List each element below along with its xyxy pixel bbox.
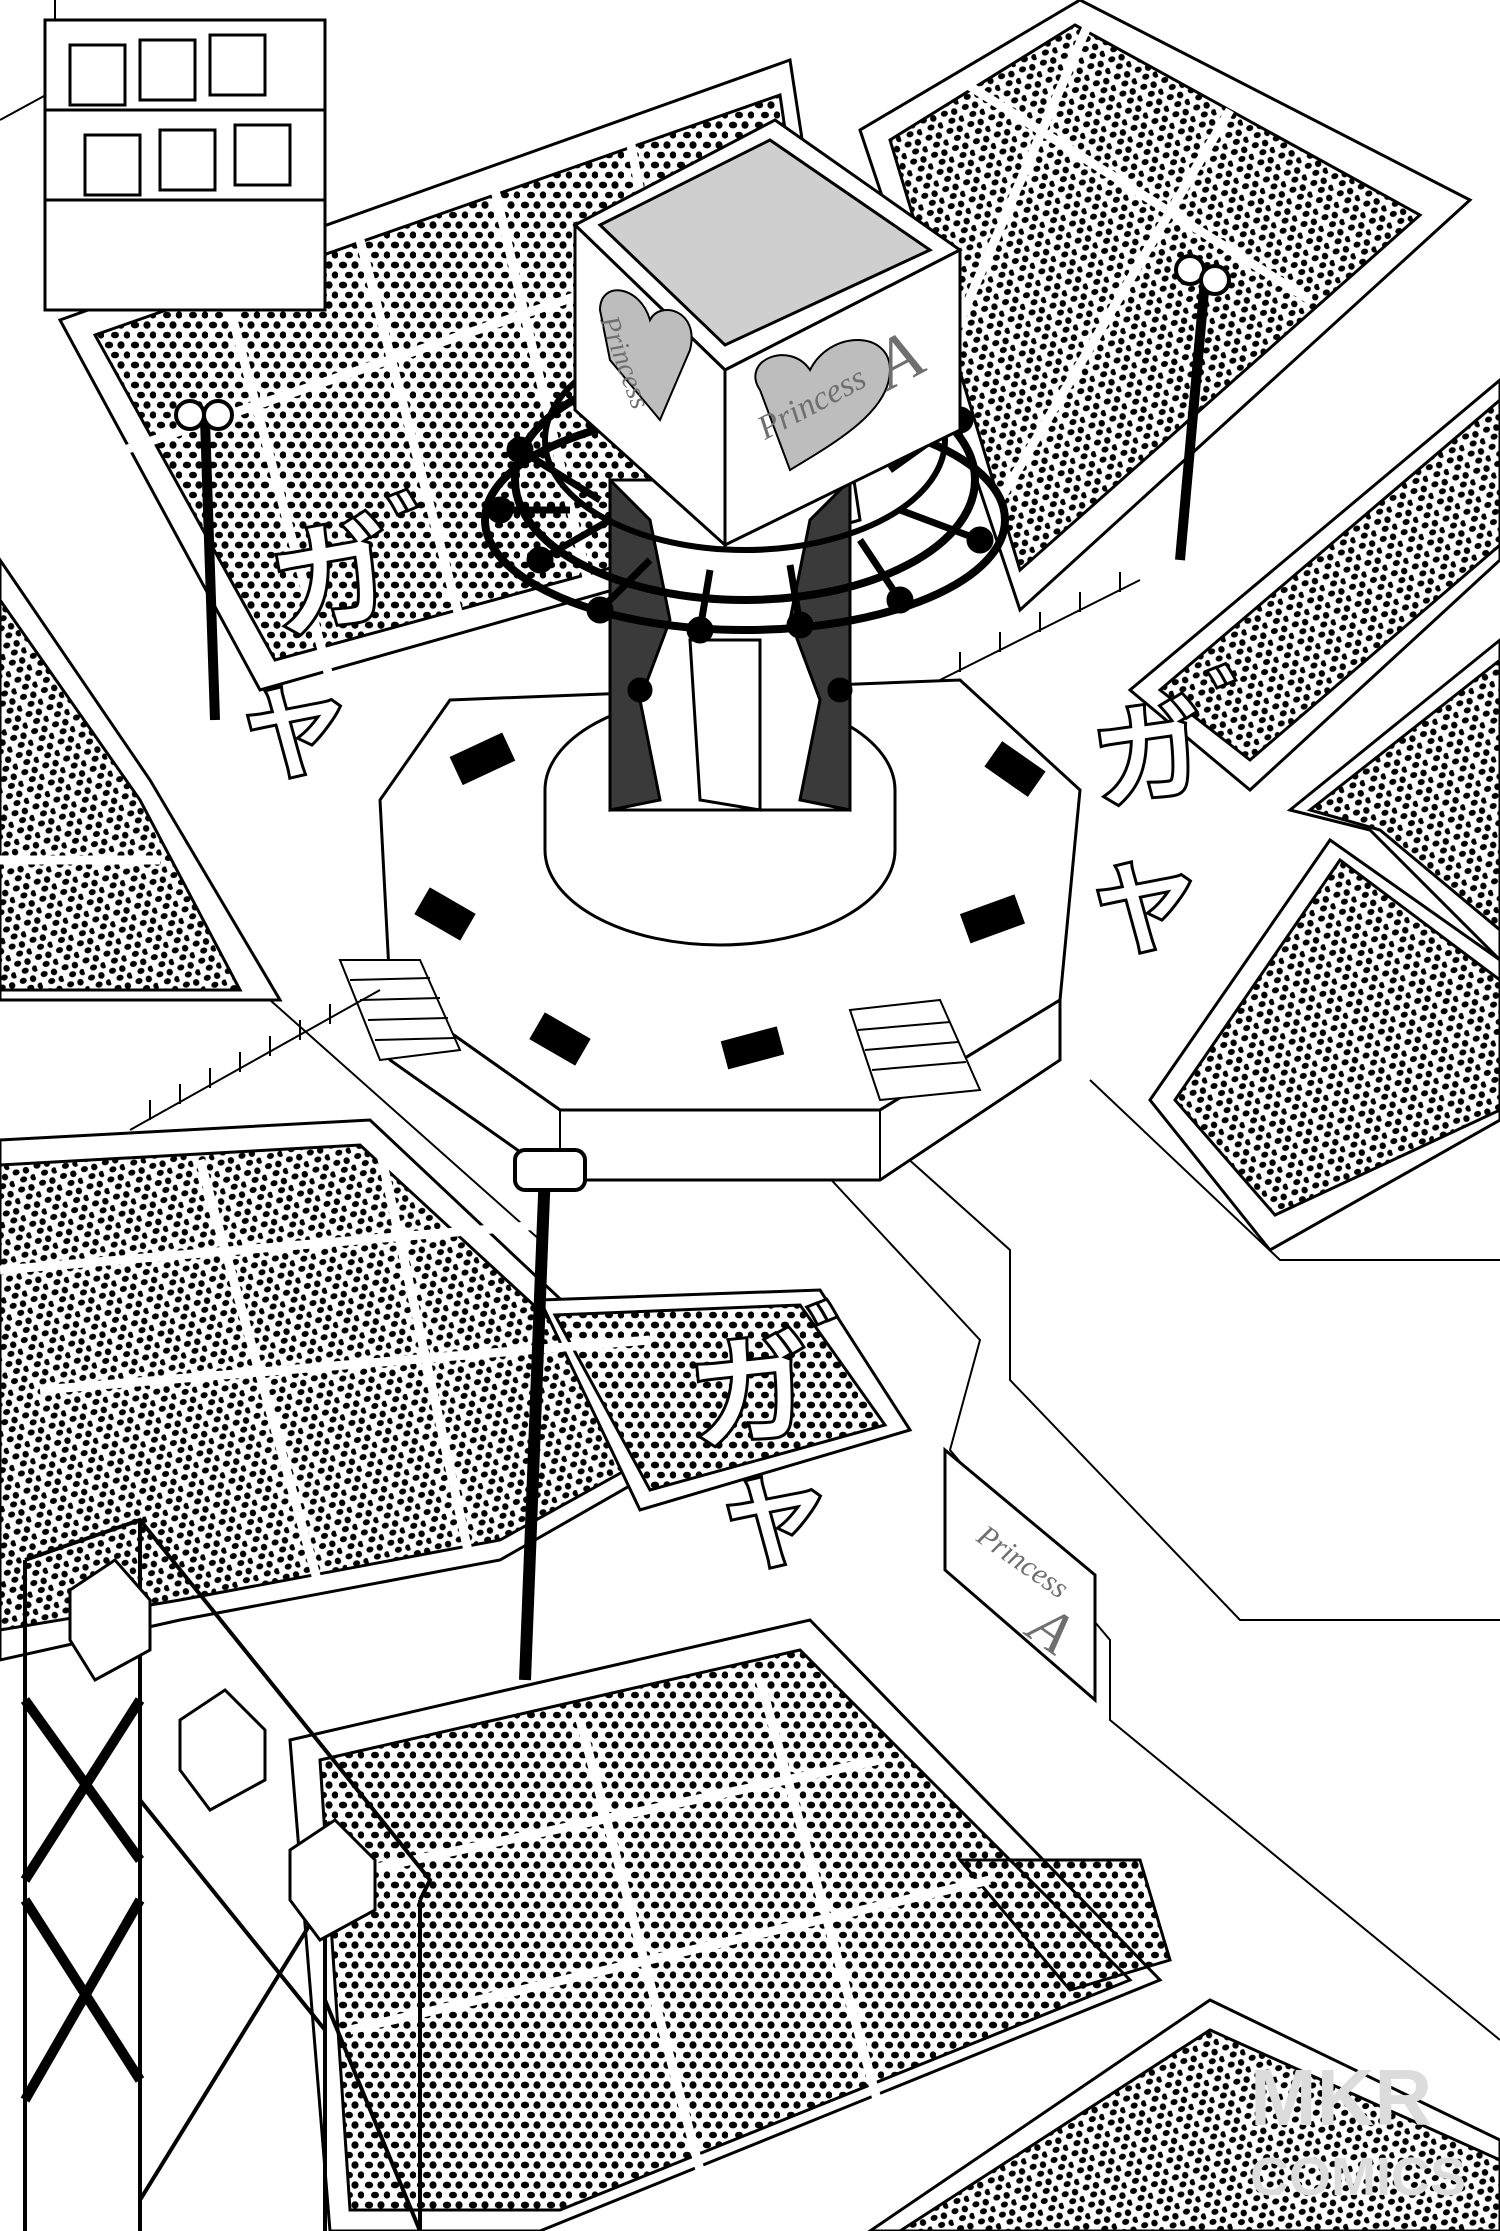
sfx-gaya-right: ガ ゛ ヤ	[1083, 657, 1288, 972]
sfx-gaya-upper-left: ガ ゛ ヤ	[242, 483, 473, 797]
lamp-post-right	[1174, 254, 1231, 561]
stand-bottom-right	[867, 1998, 1500, 2231]
publisher-watermark: MKR COMICS	[1250, 2053, 1466, 2207]
sfx-tail-glyph: ヤ	[725, 1467, 825, 1584]
lamp-post-center	[513, 1148, 587, 1681]
fences	[129, 572, 1141, 1131]
lamp-post-left	[174, 399, 234, 721]
sfx-tail-glyph: ヤ	[245, 677, 345, 794]
storage-shelf	[43, 18, 327, 312]
stand-bottom	[288, 1618, 1172, 2231]
stand-right-upper	[1127, 378, 1500, 792]
tower	[481, 118, 1009, 812]
sfx-main-glyph: ガ	[261, 501, 403, 659]
tower-heart-right	[754, 339, 892, 472]
stand-top-right	[858, 0, 1473, 613]
truss-scaffold	[20, 1517, 433, 2231]
wall-sign-panel	[943, 1446, 1097, 1704]
sfx-dakuten-glyph: ゛	[389, 486, 470, 579]
lamp-posts	[174, 254, 1231, 1681]
sfx-tail-glyph: ヤ	[1095, 852, 1195, 969]
stand-right-lower	[1148, 638, 1500, 1252]
sfx-gaya-center: ガ ゛ ヤ	[681, 1293, 893, 1587]
sfx-dakuten-glyph: ゛	[1209, 660, 1285, 748]
watermark-line-1: MKR	[1250, 2053, 1432, 2142]
sfx-dakuten-glyph: ゛	[809, 1296, 890, 1389]
watermark-line-2: COMICS	[1250, 2147, 1466, 2207]
sfx-main-glyph: ガ	[1086, 684, 1213, 826]
tower-heart-left	[598, 289, 693, 422]
stand-left-upper	[0, 557, 283, 1002]
sfx-main-glyph: ガ	[684, 1318, 818, 1469]
